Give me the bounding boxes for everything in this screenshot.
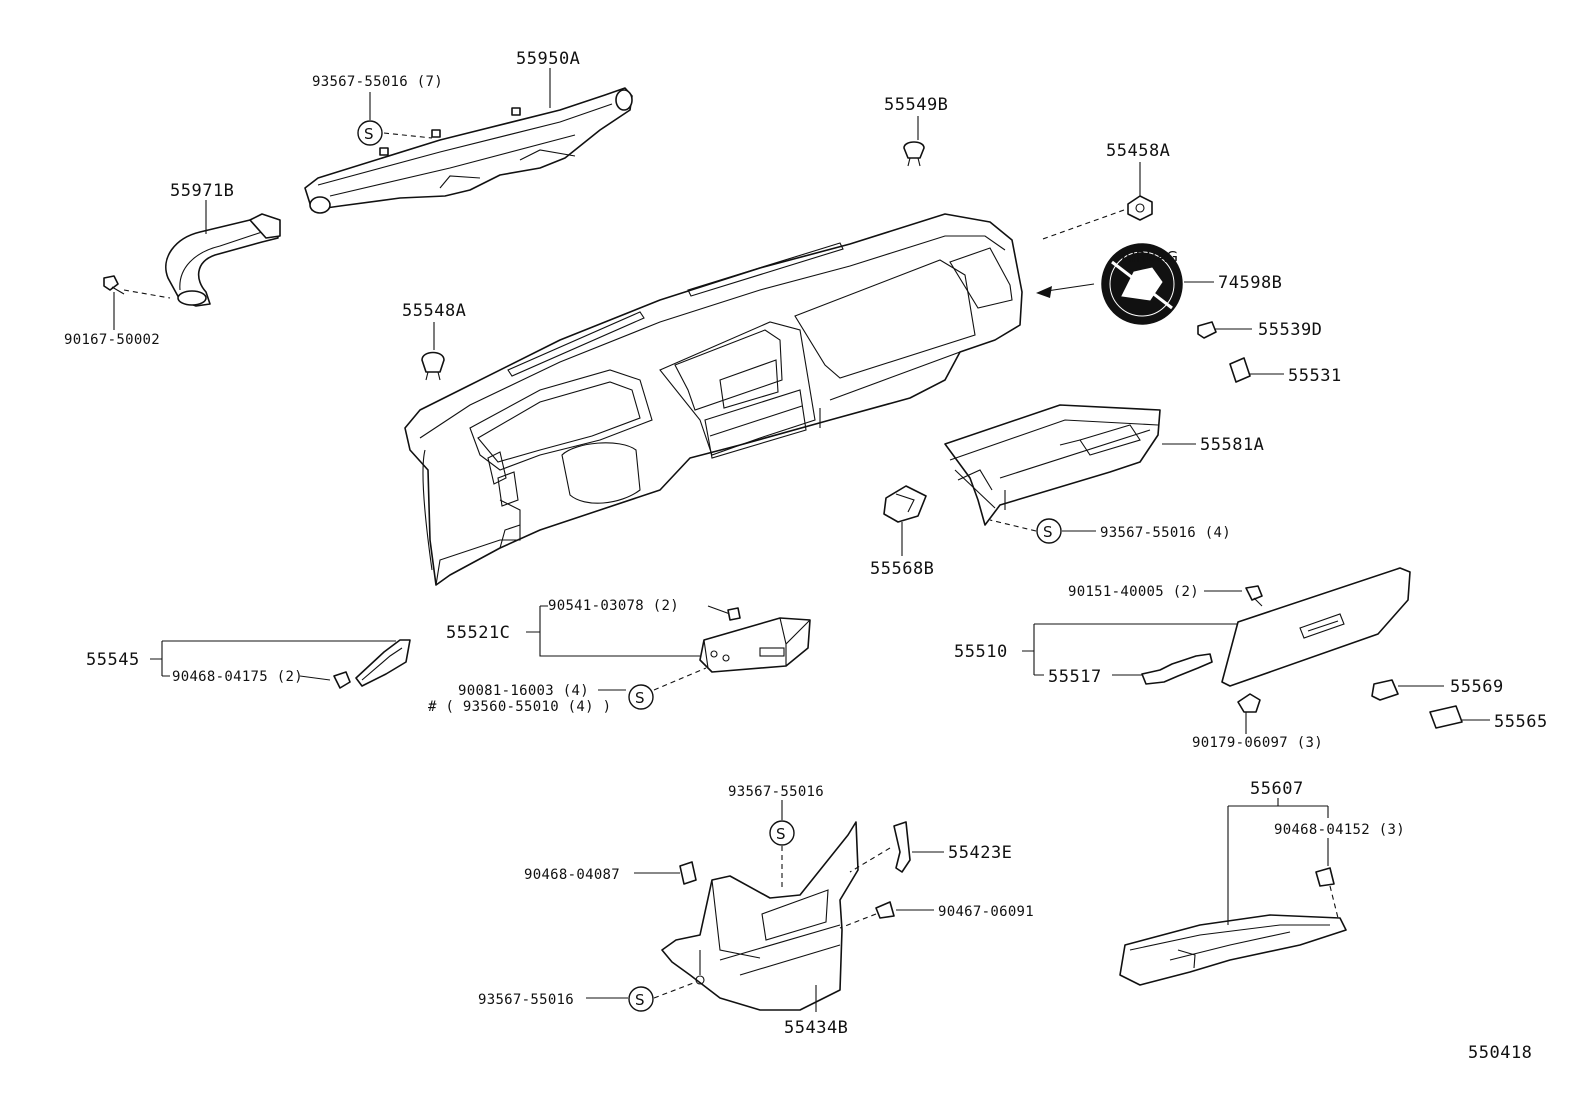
callout-55434B: 55434B [784, 1018, 848, 1038]
callout-90167-50002: 90167-50002 [64, 332, 160, 348]
callout-93567-55016-bot: 93567-55016 [478, 992, 574, 1008]
hinge-55517-part [1141, 653, 1213, 685]
clip-90468-04087-part [679, 861, 697, 885]
nut-55458A-part [1127, 195, 1153, 221]
screw-symbol-4: S [769, 820, 795, 846]
cushion-55565-part [1429, 705, 1463, 729]
callout-90468-04087: 90468-04087 [524, 867, 620, 883]
callout-55607: 55607 [1250, 779, 1304, 799]
bracket-55423E-part [893, 821, 911, 873]
glove-box-bracket-part [1119, 914, 1347, 986]
airbag-badge-text: AIRBAG [1121, 248, 1178, 266]
callout-55539D: 55539D [1258, 320, 1322, 340]
side-defroster-duct-part [165, 213, 281, 307]
stopper-55569-part [1371, 679, 1399, 701]
callout-55581A: 55581A [1200, 435, 1264, 455]
diagram-id: 550418 [1468, 1043, 1532, 1063]
screw-90541-part [707, 605, 741, 621]
instrument-panel-part [404, 213, 1023, 586]
callout-55971B: 55971B [170, 181, 234, 201]
clip-90468-04175-part [333, 671, 351, 689]
hook-55568B-part [883, 485, 927, 523]
callout-90151-40005-2: 90151-40005 (2) [1068, 584, 1199, 600]
callout-55423E: 55423E [948, 843, 1012, 863]
screw-symbol-text: S [635, 991, 645, 1009]
callout-55517: 55517 [1048, 667, 1102, 687]
callout-90467-06091: 90467-06091 [938, 904, 1034, 920]
callout-55510: 55510 [954, 642, 1008, 662]
nut-90179-part [1237, 693, 1261, 713]
callout-93560-55010-4: # ( 93560-55010 (4) ) [428, 699, 611, 715]
callout-55950A: 55950A [516, 49, 580, 69]
screw-90151-part [1245, 585, 1263, 607]
screw-symbol-text: S [364, 125, 374, 143]
callout-90179-06097-3: 90179-06097 (3) [1192, 735, 1323, 751]
callout-90468-04175-2: 90468-04175 (2) [172, 669, 303, 685]
defroster-nozzle-part [304, 87, 633, 214]
screw-symbol-5: S [628, 986, 654, 1012]
leader-lines [113, 68, 1490, 1012]
callout-55568B: 55568B [870, 559, 934, 579]
callout-90541-03078-2: 90541-03078 (2) [548, 598, 679, 614]
callout-74598B: 74598B [1218, 273, 1282, 293]
callout-55521C: 55521C [446, 623, 510, 643]
callout-55565: 55565 [1494, 712, 1548, 732]
screw-symbol-text: S [635, 689, 645, 707]
side-cover-55545-part [355, 639, 411, 687]
callout-55458A: 55458A [1106, 141, 1170, 161]
callout-55545: 55545 [86, 650, 140, 670]
callout-55548A: 55548A [402, 301, 466, 321]
clip-90468-04152-part [1315, 867, 1335, 887]
callout-labels: 55950A 93567-55016 (7) 55971B 90167-5000… [64, 49, 1548, 1063]
clip-55549B-part [903, 141, 925, 167]
callout-90081-16003-4: 90081-16003 (4) [458, 683, 589, 699]
callout-55569: 55569 [1450, 677, 1504, 697]
glove-compartment-door-part [1221, 567, 1411, 687]
screw-symbol-2: S [1036, 518, 1062, 544]
callout-55549B: 55549B [884, 95, 948, 115]
clip-55548A-part [421, 351, 445, 381]
glove-compartment-frame-part [944, 404, 1161, 526]
clip-90467-part [875, 901, 895, 919]
screw-90167-part [103, 275, 125, 295]
callout-90468-04152-3: 90468-04152 (3) [1274, 822, 1405, 838]
screw-symbol-text: S [776, 825, 786, 843]
lower-panel-part [661, 821, 859, 1011]
screw-symbol-text: S [1043, 523, 1053, 541]
screw-symbol-3: S [628, 684, 654, 710]
callout-93567-55016-4: 93567-55016 (4) [1100, 525, 1231, 541]
airbag-label-part: AIRBAG [1101, 243, 1183, 325]
clip-55531-part [1229, 357, 1251, 383]
callout-93567-55016-top: 93567-55016 [728, 784, 824, 800]
clip-55539D-part [1197, 321, 1217, 339]
radio-housing-part [699, 617, 811, 673]
callout-55531: 55531 [1288, 366, 1342, 386]
callout-93567-55016-7: 93567-55016 (7) [312, 74, 443, 90]
screw-symbol-1: S [357, 120, 383, 146]
